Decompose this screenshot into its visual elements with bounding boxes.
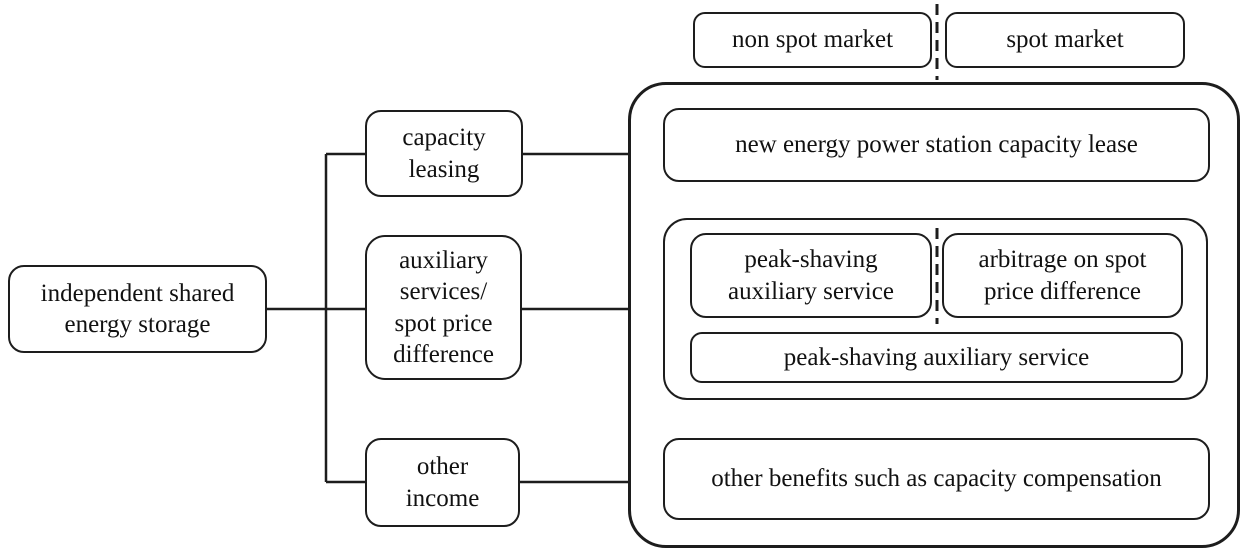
- branch-other-income: other income: [365, 438, 520, 527]
- branch-auxiliary-services: auxiliary services/ spot price differenc…: [365, 235, 522, 380]
- branch-capacity-leasing: capacity leasing: [365, 110, 523, 197]
- source-node: independent shared energy storage: [8, 265, 267, 353]
- revenue-peak-shaving-non-spot: peak-shaving auxiliary service: [690, 233, 932, 318]
- header-spot-market: spot market: [945, 12, 1185, 68]
- revenue-arbitrage-spot: arbitrage on spot price difference: [942, 233, 1183, 318]
- revenue-peak-shaving-combined: peak-shaving auxiliary service: [690, 332, 1183, 383]
- header-non-spot-market: non spot market: [693, 12, 932, 68]
- revenue-capacity-lease: new energy power station capacity lease: [663, 108, 1210, 182]
- revenue-other-benefits: other benefits such as capacity compensa…: [663, 438, 1210, 520]
